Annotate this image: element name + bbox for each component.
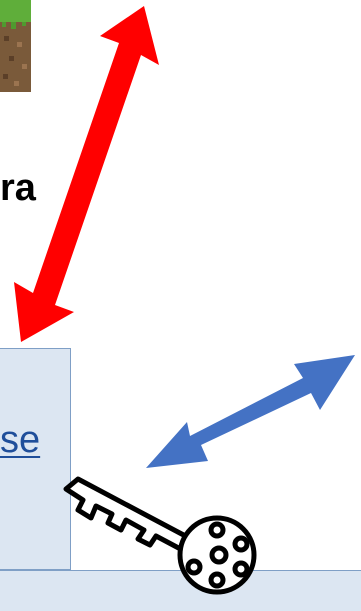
blue-double-arrow-icon [146, 355, 355, 468]
bottom-bar [0, 570, 361, 611]
grass-block-icon [0, 0, 31, 92]
side-text: ra [0, 167, 36, 209]
red-double-arrow-icon [14, 6, 159, 342]
side-panel [0, 348, 71, 570]
panel-link[interactable]: se [0, 419, 41, 461]
key-icon [63, 476, 257, 595]
